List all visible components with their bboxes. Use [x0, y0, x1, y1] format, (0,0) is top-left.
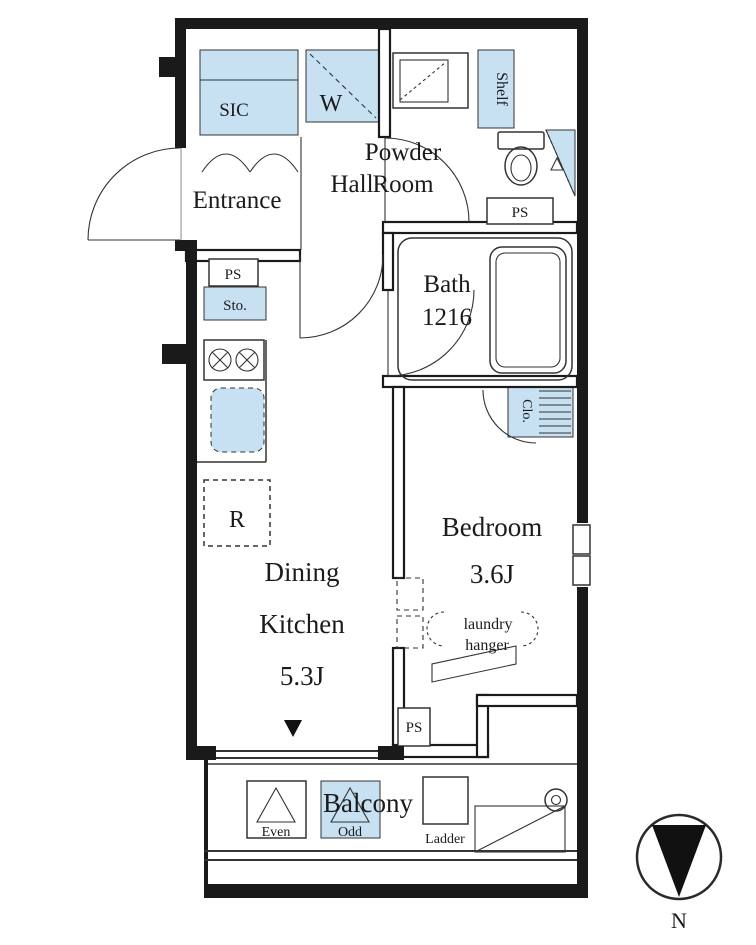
pipe-space-kitchen-box: [208, 258, 259, 287]
balcony-label: Balcony: [323, 788, 413, 818]
labels: Entrance Hall Powder Room PS Bath 1216 P…: [193, 72, 687, 933]
pipe-space-powder-box: [486, 197, 554, 225]
washer-label: W: [320, 91, 343, 117]
pipe-space-powder-label: PS: [512, 205, 529, 221]
window-marker-triangle: [284, 720, 302, 737]
sic-bifold-door-left: [201, 153, 251, 173]
bathtub: [489, 246, 567, 374]
partition-odd-label: Odd: [338, 825, 362, 840]
dk-label-2: Kitchen: [259, 609, 345, 639]
closet-box: [507, 384, 574, 438]
pipe-space-bedroom-box: [397, 707, 431, 747]
drain-circle-icon: [544, 788, 568, 812]
entrance-door-arc: [87, 147, 181, 241]
sliding-door-panel-1: [396, 577, 424, 611]
laundry-label-2: hanger: [465, 637, 509, 654]
shelf-area: [477, 49, 515, 129]
stove: [203, 339, 265, 381]
bedroom-label: Bedroom: [442, 512, 543, 542]
balcony-slope-fixture: [474, 788, 568, 853]
powder-door-arc: [384, 137, 470, 223]
powder-sink-counter: [392, 52, 469, 109]
partition-odd-triangle-icon: [330, 786, 370, 823]
compass: [635, 813, 723, 901]
hall-label: Hall: [330, 171, 373, 198]
storage-label: Sto.: [223, 298, 247, 314]
sic-area: [199, 49, 299, 136]
balcony-left-wall: [204, 760, 208, 886]
bathtub-inner: [495, 252, 561, 368]
bath-door-arc: [387, 289, 475, 377]
pipe-space-bedroom-label: PS: [406, 720, 423, 736]
partition-even-triangle-icon: [256, 786, 296, 823]
bedroom-side-window: [572, 523, 591, 587]
partition-odd-box: [320, 780, 381, 839]
bath-room-outline: [397, 237, 573, 381]
kitchen-counter: [197, 340, 267, 463]
bath-unit: [397, 237, 573, 381]
shaded-fixtures: [199, 49, 576, 453]
bath-label: Bath: [423, 271, 471, 298]
warning-triangle-icon: [550, 156, 564, 171]
laundry-hanger-symbol: [426, 611, 539, 683]
laundry-label-1: laundry: [464, 616, 513, 633]
powder-room-label-2: Room: [372, 171, 434, 198]
sic-label: SIC: [219, 100, 249, 121]
bedroom-closet-door-arc: [482, 389, 537, 444]
doors: [87, 137, 537, 649]
balcony-area: [204, 763, 577, 861]
storage-box: [203, 286, 267, 321]
wall-stub-lower: [162, 344, 186, 364]
ladder-label: Ladder: [425, 832, 465, 847]
powder-room-label-1: Powder: [365, 139, 442, 166]
compass-circle: [635, 813, 723, 901]
drain-circle-inner: [550, 794, 562, 806]
escape-hatch-box: [422, 776, 469, 825]
kitchen-sink: [210, 387, 265, 453]
hall-dk-door-arc: [299, 254, 384, 339]
dk-label-1: Dining: [264, 557, 339, 587]
compass-north-label: N: [671, 908, 687, 933]
washer-diagonal: [309, 53, 377, 119]
shelf-label: Shelf: [493, 72, 510, 106]
bedroom-size-label: 3.6J: [470, 559, 514, 589]
entrance-label: Entrance: [193, 187, 282, 214]
closet-hanger-lines: [539, 390, 571, 434]
sliding-door-panel-2: [396, 615, 424, 649]
dk-balcony-window: [216, 750, 378, 759]
closet-label: Clo.: [519, 399, 534, 423]
refrigerator-label: R: [229, 507, 245, 533]
dk-size-label: 5.3J: [280, 661, 324, 691]
pipe-corner-edge: [545, 129, 576, 197]
toilet: [497, 131, 545, 186]
compass-north-arrow-icon: [652, 825, 706, 897]
pipe-space-kitchen-label: PS: [225, 267, 242, 283]
refrigerator-space: [203, 479, 271, 547]
partition-even-box: [246, 780, 307, 839]
sic-bifold-door-right: [249, 153, 299, 173]
bath-size-label: 1216: [422, 304, 472, 331]
partition-even-label: Even: [262, 825, 291, 840]
wall-stub-upper: [159, 57, 176, 77]
exterior-walls: [159, 18, 588, 898]
